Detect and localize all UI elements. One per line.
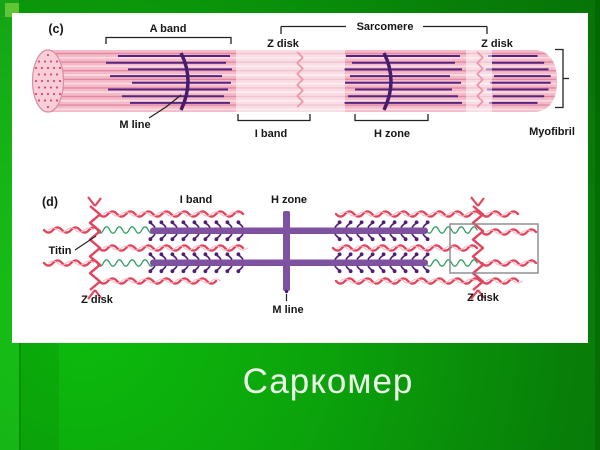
label-m-line-c: M line: [119, 119, 150, 131]
figure-panel: (c) A band Sarcomere Z disk Z disk M lin…: [12, 13, 588, 343]
myofibril-cylinder: [31, 49, 557, 113]
label-myofibril: Myofibril: [529, 126, 575, 138]
background-band-mid: [19, 343, 59, 450]
label-z-disk-left-c: Z disk: [267, 38, 300, 50]
label-h-zone-c: H zone: [374, 128, 410, 140]
sarcomere-figure: (c) A band Sarcomere Z disk Z disk M lin…: [31, 21, 575, 316]
label-h-zone-d: H zone: [271, 194, 307, 206]
sarcomere-filaments: [42, 196, 539, 301]
label-m-line-d: M line: [272, 304, 303, 316]
figure-geometry: [31, 25, 569, 301]
label-z-disk-left-d: Z disk: [81, 294, 114, 306]
background-band-right: [595, 0, 600, 450]
panel-c-label: (c): [48, 22, 63, 36]
label-i-band-d: I band: [180, 194, 212, 206]
label-sarcomere: Sarcomere: [357, 21, 414, 33]
label-a-band: A band: [150, 23, 187, 35]
panel-c-brackets: [105, 25, 569, 122]
slide-caption: Саркомер: [242, 362, 414, 401]
panel-d-label: (d): [42, 195, 58, 209]
label-z-disk-right-d: Z disk: [467, 292, 500, 304]
label-titin: Titin: [48, 245, 71, 257]
label-i-band-c: I band: [255, 128, 287, 140]
label-z-disk-right-c: Z disk: [481, 38, 514, 50]
figure-labels: (c) A band Sarcomere Z disk Z disk M lin…: [42, 21, 575, 316]
